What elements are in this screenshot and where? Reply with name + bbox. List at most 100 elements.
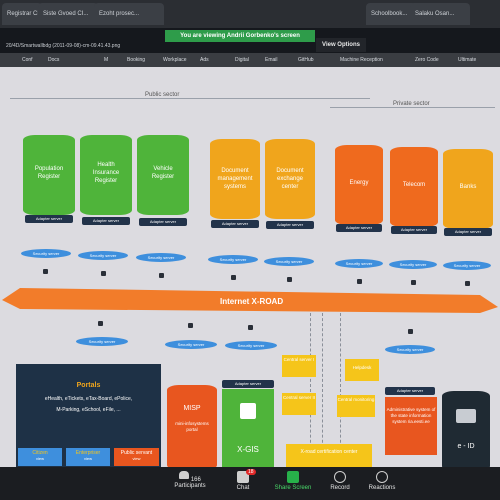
adapter-server: Adapter server (336, 224, 382, 232)
private-sector-label: Private sector (393, 101, 430, 107)
register-cylinder: Population Register (23, 135, 75, 215)
portals-title: Portals (76, 382, 101, 389)
bookmark[interactable]: Docs (48, 57, 60, 63)
participants-button[interactable]: 166 Participants (165, 471, 215, 489)
enterprise-label: Enterpriser (75, 450, 101, 456)
xroad-label: Internet X-ROAD (220, 297, 284, 306)
lock-icon (98, 321, 103, 326)
bookmark[interactable]: Booking (127, 57, 146, 63)
security-server: Security server (76, 337, 128, 346)
bookmark[interactable]: Email (265, 57, 278, 63)
view-options-button[interactable]: View Options (316, 38, 366, 52)
bookmark[interactable]: Workplace (163, 57, 187, 63)
adapter-server: Adapter server (391, 226, 437, 234)
reactions-icon (376, 471, 388, 483)
browser-tab[interactable]: Ezoht prosec... (94, 3, 164, 25)
security-server: Security server (443, 261, 491, 270)
browser-tab-bar: Registrar CI... Siste Gvoed CI... Ezoht … (0, 0, 500, 28)
public-sector-label: Public sector (145, 92, 180, 98)
register-cylinder: Vehicle Register (137, 135, 189, 215)
lock-icon (188, 323, 193, 328)
register-label: Banks (459, 184, 477, 190)
adapter-server: Adapter server (444, 228, 492, 236)
chat-label: Chat (236, 485, 250, 491)
portals-line: M-Parking, eSchool, eFile, ... (56, 407, 121, 413)
bookmark[interactable]: Ads (200, 57, 209, 63)
screen-share-notice: You are viewing Andrii Gorbenko's screen (165, 30, 315, 42)
record-button[interactable]: Record (322, 471, 358, 491)
sector-divider (330, 107, 495, 108)
citizen-view: Citizen view (18, 448, 62, 466)
participants-label: Participants (174, 483, 206, 489)
bookmarks-bar: Conf Docs M Booking Workplace Ads Digita… (0, 53, 500, 67)
security-server: Security server (385, 345, 435, 354)
security-server: Security server (335, 259, 383, 268)
security-server: Security server (208, 255, 258, 264)
lock-icon (43, 269, 48, 274)
browser-tab[interactable]: Salaku Osan... (410, 3, 470, 25)
adapter-server: Adapter server (266, 221, 314, 229)
bookmark[interactable]: Machine Reception (340, 57, 383, 63)
central-monitoring: Central monitoring (337, 395, 375, 417)
browser-tab[interactable]: Schoolbook... (366, 3, 416, 25)
public-servant-label: Public servant (120, 450, 153, 456)
record-label: Record (330, 485, 350, 491)
register-label: Energy (349, 180, 369, 186)
portals-line: eHealth, eTickets, eTax-Board, ePolice, (44, 396, 133, 402)
chat-button[interactable]: 18 Chat (228, 469, 258, 491)
security-server: Security server (389, 260, 437, 269)
xroad-certification: X-road certification center (286, 444, 372, 467)
register-label: Population Register (34, 166, 64, 180)
central-server-ii: Central server II (282, 393, 316, 415)
id-card-icon (456, 409, 476, 423)
eid-cylinder: e - ID (442, 391, 490, 467)
lock-icon (408, 329, 413, 334)
bookmark[interactable]: Zero Code (415, 57, 439, 63)
adapter-server: Adapter server (222, 380, 274, 388)
bookmark[interactable]: Conf (22, 57, 33, 63)
participants-count: 166 (190, 477, 201, 483)
browser-tab[interactable]: Registrar CI... (2, 3, 42, 25)
bookmark[interactable]: Ultimate (458, 57, 477, 63)
reactions-button[interactable]: Reactions (362, 471, 402, 491)
lock-icon (231, 275, 236, 280)
bookmark[interactable]: M (104, 57, 109, 63)
map-icon (240, 403, 256, 419)
sector-divider (10, 98, 370, 99)
security-server: Security server (136, 253, 186, 262)
lock-icon (287, 277, 292, 282)
register-label: Telecom (402, 182, 426, 188)
xgis-box: X-GIS (222, 389, 274, 467)
adapter-server: Adapter server (25, 215, 73, 223)
enterprise-view: Enterpriser view (66, 448, 110, 466)
connector-line (322, 313, 323, 463)
view-label: view (132, 456, 141, 461)
misp-portal-label: mini-infosystems portal (175, 421, 209, 432)
central-server-i: Central server I (282, 355, 316, 377)
security-server: Security server (21, 249, 71, 258)
register-label: Document management systems (217, 168, 253, 190)
lock-icon (159, 273, 164, 278)
adapter-server: Adapter server (211, 220, 259, 228)
register-cylinder: Energy (335, 145, 383, 225)
share-screen-button[interactable]: Share Screen (268, 471, 318, 491)
address-bar[interactable]: 20/4D/Smartwallbdg (2011-09-08)-cm-09.41… (6, 43, 121, 49)
chat-badge: 18 (246, 469, 256, 475)
xgis-label: X-GIS (237, 445, 259, 454)
participants-icon (179, 471, 190, 479)
register-cylinder: Telecom (390, 147, 438, 227)
lock-icon (465, 281, 470, 286)
view-label: view (35, 456, 44, 461)
register-cylinder: Document exchange center (265, 139, 315, 219)
share-screen-label: Share Screen (274, 485, 312, 491)
security-server: Security server (78, 251, 128, 260)
eid-label: e - ID (457, 443, 475, 450)
view-label: view (83, 456, 92, 461)
security-server: Security server (225, 341, 277, 350)
lock-icon (411, 280, 416, 285)
bookmark[interactable]: Digital (235, 57, 249, 63)
browser-tab[interactable]: Siste Gvoed CI... (38, 3, 98, 25)
lock-icon (101, 271, 106, 276)
helpdesk: Helpdesk (345, 359, 379, 381)
bookmark[interactable]: GitHub (298, 57, 314, 63)
